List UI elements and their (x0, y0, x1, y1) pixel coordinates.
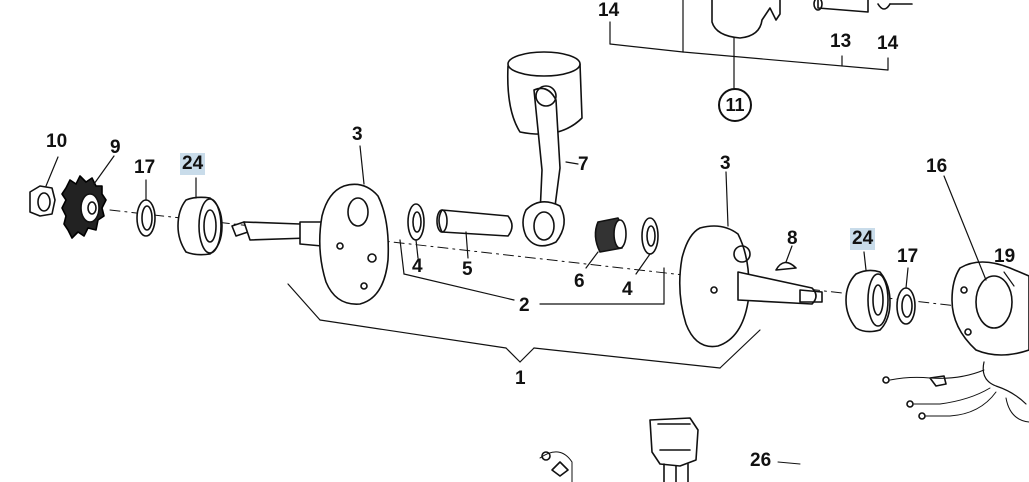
callout-4-right[interactable]: 4 (622, 279, 633, 300)
callout-5[interactable]: 5 (462, 259, 473, 280)
bearing-24-right (845, 251, 891, 333)
gear-9 (61, 155, 115, 239)
bracket-2 (399, 239, 665, 305)
callout-16[interactable]: 16 (926, 156, 948, 177)
seal-17-right (896, 267, 916, 325)
callout-14-top[interactable]: 14 (598, 0, 620, 21)
callout-17-left[interactable]: 17 (134, 157, 156, 178)
connector-wires (539, 451, 573, 482)
pin-5 (436, 209, 513, 259)
callout-8[interactable]: 8 (787, 228, 798, 249)
callout-1[interactable]: 1 (515, 368, 526, 389)
callout-4-left[interactable]: 4 (412, 256, 423, 277)
callout-19[interactable]: 19 (994, 246, 1016, 267)
callout-6[interactable]: 6 (574, 271, 585, 292)
callout-24-left[interactable]: 24 (180, 153, 206, 175)
callout-17-right[interactable]: 17 (897, 246, 919, 267)
callout-7[interactable]: 7 (578, 154, 589, 175)
callout-10[interactable]: 10 (46, 131, 68, 152)
callout-11[interactable]: 11 (718, 88, 752, 122)
callout-24-right[interactable]: 24 (850, 228, 876, 250)
nut-10 (29, 156, 59, 217)
stator-16 (882, 175, 1029, 423)
washer-4-right (635, 217, 659, 275)
piston-top-assembly (711, 0, 913, 39)
bracket-1 (287, 283, 761, 369)
needle-bearing-6 (585, 217, 627, 269)
left-crankshaft (231, 145, 390, 305)
key-8 (775, 245, 797, 271)
bearing-24-left (177, 177, 223, 256)
callout-2[interactable]: 2 (519, 295, 530, 316)
bracket-11 (609, 0, 889, 89)
callout-9[interactable]: 9 (110, 137, 121, 158)
callout-13[interactable]: 13 (830, 31, 852, 52)
leader-26 (777, 461, 801, 465)
seal-17-left (136, 179, 156, 237)
callout-3-left[interactable]: 3 (352, 124, 363, 145)
callout-14-right[interactable]: 14 (877, 33, 899, 54)
washer-4-left (407, 203, 425, 259)
connector-plug (649, 417, 699, 482)
callout-26[interactable]: 26 (750, 450, 772, 471)
piston-conrod-7 (506, 51, 583, 247)
callout-3-right[interactable]: 3 (720, 153, 731, 174)
right-crankshaft (678, 171, 823, 348)
